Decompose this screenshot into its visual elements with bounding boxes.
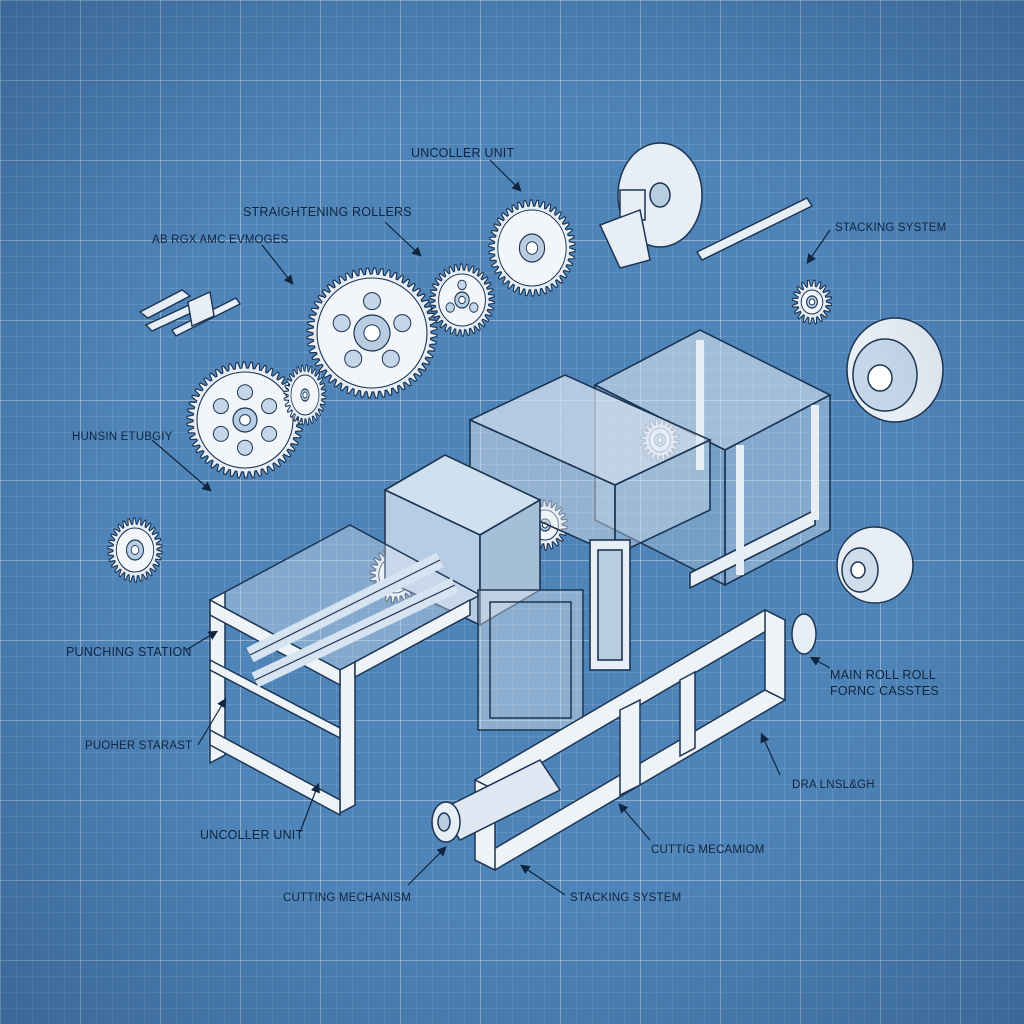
gear-top-uncoiler-bore <box>525 241 539 255</box>
gear-mid-top-bore <box>458 295 466 305</box>
large-gear-center-hole <box>363 292 381 311</box>
large-gear-left-hole <box>212 398 229 415</box>
label-stacking-system-top: STACKING SYSTEM <box>835 222 947 234</box>
top-rod <box>695 197 814 261</box>
arrow-hunsin <box>151 439 212 492</box>
label-cuttig: CUTTIG MECAMIOM <box>651 844 765 856</box>
large-gear-left-bore <box>239 414 251 426</box>
large-gear-center-hole <box>381 349 400 368</box>
gear-top-uncoiler <box>488 199 576 297</box>
arrow-puoher <box>197 697 227 746</box>
top-flywheel <box>598 142 703 269</box>
label-dra: DRA LNSL&GH <box>792 779 875 791</box>
gear-mid-top <box>429 263 495 337</box>
large-gear-left-hole <box>212 425 229 442</box>
large-gear-center-hole <box>393 314 412 333</box>
gear-mid-top-hole <box>457 279 467 291</box>
label-ab-rgx: AB RGX AMC EVMOGES <box>152 234 289 246</box>
arrow-stacking-bottom <box>520 864 566 896</box>
large-gear-left-hole <box>237 439 253 456</box>
small-roller <box>791 613 817 655</box>
gear-small-top-right-bore <box>808 298 816 306</box>
arrow-uncoller-bottom <box>299 782 320 833</box>
label-main-roll-2: FORNC CASSTES <box>830 684 939 698</box>
arrow-uncoiler-top <box>489 159 522 192</box>
arrow-cutting <box>407 846 447 886</box>
drum-part <box>836 526 914 604</box>
center-lower-frame <box>477 589 584 731</box>
large-gear-left-hole <box>237 384 253 401</box>
label-stacking-system-bottom: STACKING SYSTEM <box>570 892 682 904</box>
label-cutting-mechanism: CUTTING MECHANISM <box>283 892 411 904</box>
gear-left-pulley <box>107 517 163 583</box>
arrow-stacking-top <box>806 229 831 264</box>
arrow-punching <box>185 630 219 651</box>
large-gear-center-hole <box>344 349 363 368</box>
label-hunsin: HUNSIN ETUBGIY <box>72 431 173 443</box>
large-gear-left-hole <box>261 425 278 442</box>
large-gear-center-hole <box>332 314 351 333</box>
loose-brackets <box>138 289 242 337</box>
right-wheel <box>846 317 944 423</box>
arrow-dra <box>760 732 781 776</box>
end-cap-part <box>431 801 461 843</box>
gear-left-rear-bore <box>302 391 308 399</box>
gear-left-rear <box>283 364 327 426</box>
gear-mid-top-hole <box>469 302 479 313</box>
large-gear-center <box>306 267 438 399</box>
arrow-cuttig <box>618 803 651 841</box>
arrow-ab-rgx <box>261 244 294 285</box>
gear-mid-top-hole <box>445 302 455 313</box>
label-straightening-rollers: STRAIGHTENING ROLLERS <box>243 205 412 219</box>
center-upper-frame <box>468 374 712 671</box>
large-gear-left <box>186 361 304 479</box>
arrow-straightening <box>384 221 422 257</box>
gear-small-top-right <box>791 279 833 325</box>
bottom-long-frame <box>438 608 787 872</box>
label-puoher: PUOHER STARAST <box>85 740 193 752</box>
label-main-roll-1: MAIN ROLL ROLL <box>830 668 936 682</box>
large-gear-center-bore <box>363 324 381 342</box>
arrow-main-roll <box>809 656 831 669</box>
label-punching-station: PUNCHING STATION <box>66 645 192 659</box>
label-uncoiler-unit-top: UNCOLLER UNIT <box>411 146 515 160</box>
gear-left-pulley-bore <box>130 545 140 555</box>
left-frame <box>208 524 482 817</box>
label-uncoller-unit-bottom: UNCOLLER UNIT <box>200 828 304 842</box>
large-gear-left-hole <box>261 398 278 415</box>
